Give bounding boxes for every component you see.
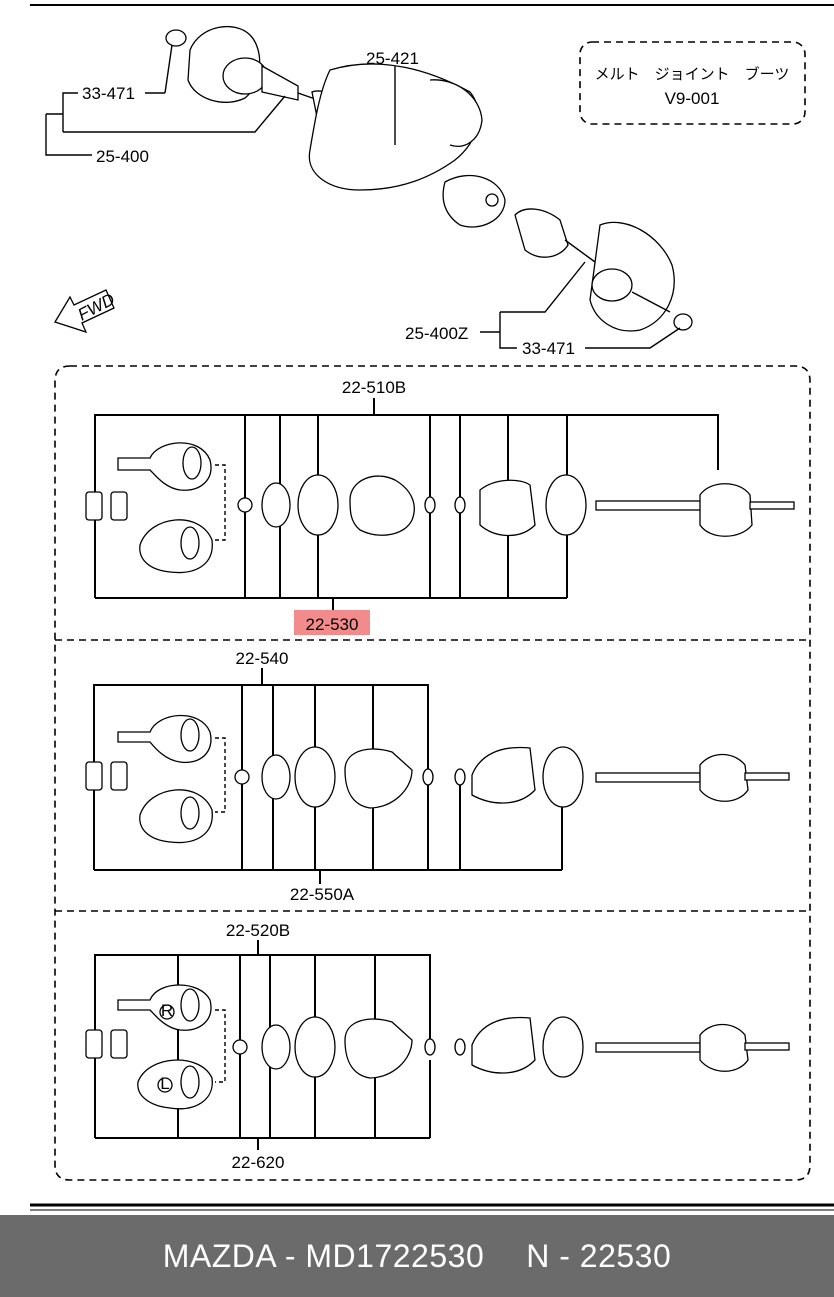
label-25-421: 25-421 <box>366 49 419 68</box>
label-22-620: 22-620 <box>232 1153 285 1172</box>
label-22-540: 22-540 <box>236 649 289 668</box>
label-22-510b: 22-510B <box>342 378 406 397</box>
label-33-471-left: 33-471 <box>82 84 135 103</box>
nut-right <box>673 313 693 331</box>
footer-code: N - 22530 <box>526 1237 672 1274</box>
panel-22-540 <box>85 668 790 884</box>
joint-l-label: L <box>160 1074 169 1093</box>
highlight-22-530 <box>294 610 370 635</box>
label-33-471-right: 33-471 <box>522 339 575 358</box>
label-25-400z: 25-400Z <box>405 324 468 343</box>
label-22-520b: 22-520B <box>226 921 290 940</box>
note-line-2: V9-001 <box>665 89 720 108</box>
label-22-550a: 22-550A <box>290 885 355 904</box>
fwd-arrow-icon: FWD <box>54 289 118 334</box>
drivetrain-illustration <box>165 25 693 332</box>
footer-bar: MAZDA - MD1722530 N - 22530 <box>0 1215 834 1297</box>
panel-22-510b <box>85 398 795 635</box>
label-22-530: 22-530 <box>306 615 359 634</box>
kits-frame <box>54 365 811 1181</box>
note-line-1: メルト ジョイント ブーツ <box>595 65 790 83</box>
joint-r-label: R <box>161 1001 173 1020</box>
panel-22-520b: R L <box>85 940 790 1150</box>
parts-diagram: 33-471 25-400 25-421 25-400Z 33-471 メルト … <box>30 4 834 1211</box>
label-25-400: 25-400 <box>96 147 149 166</box>
note-box <box>579 41 806 125</box>
footer-part-number: MAZDA - MD1722530 <box>162 1237 485 1274</box>
nut-left <box>165 29 187 47</box>
